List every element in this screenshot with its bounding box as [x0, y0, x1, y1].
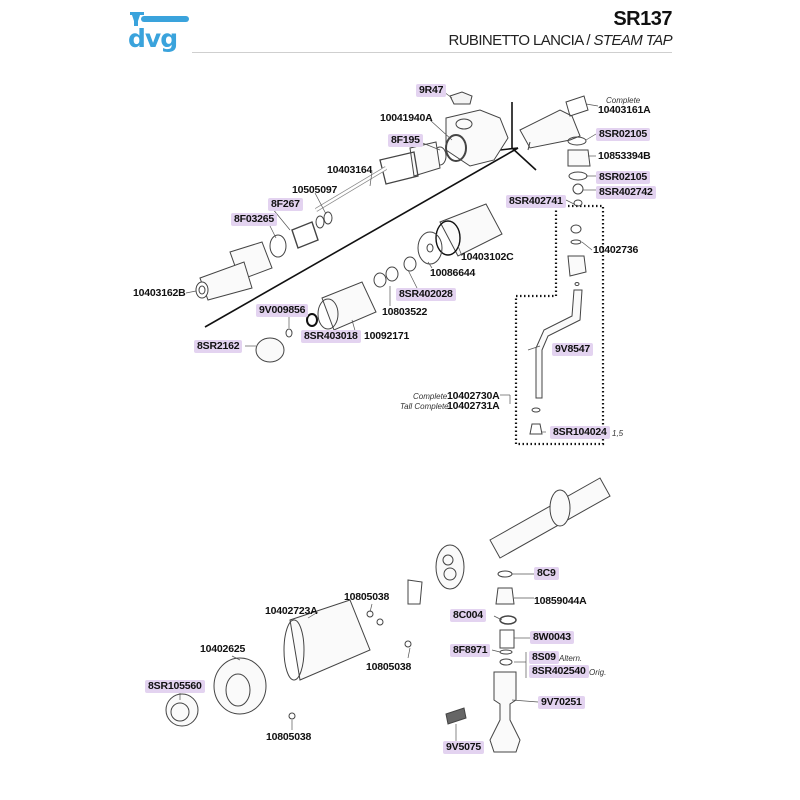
- part-label-9v009856[interactable]: 9V009856: [256, 304, 309, 317]
- part-label-10402731a[interactable]: 10402731A: [447, 400, 500, 412]
- brand-logo: [126, 8, 196, 58]
- part-label-9v70251[interactable]: 9V70251: [538, 696, 585, 709]
- note-complete-2: Complete: [413, 392, 448, 401]
- sleeve-group: [255, 203, 503, 363]
- part-label-8w0043[interactable]: 8W0043: [530, 631, 574, 644]
- part-label-10402625[interactable]: 10402625: [200, 643, 246, 655]
- part-label-10402723a[interactable]: 10402723A: [265, 605, 318, 617]
- part-label-8sr105560[interactable]: 8SR105560: [145, 680, 205, 693]
- part-label-9v5075[interactable]: 9V5075: [443, 741, 485, 754]
- portafilter-icon: [130, 12, 189, 26]
- page-title: RUBINETTO LANCIA / STEAM TAP: [448, 32, 672, 49]
- part-label-8s09[interactable]: 8S09: [529, 651, 559, 664]
- title-italian: RUBINETTO LANCIA: [448, 32, 583, 49]
- part-label-8f267[interactable]: 8F267: [268, 198, 303, 211]
- section-divider: [204, 102, 537, 328]
- note-original: Orig.: [589, 668, 607, 677]
- part-label-8sr2162[interactable]: 8SR2162: [194, 340, 243, 353]
- part-label-10505097[interactable]: 10505097: [292, 184, 338, 196]
- part-label-8sr402028[interactable]: 8SR402028: [396, 288, 456, 301]
- part-label-10092171[interactable]: 10092171: [364, 330, 410, 342]
- part-label-10403161a[interactable]: 10403161A: [598, 104, 651, 116]
- part-label-8sr02105-a[interactable]: 8SR02105: [596, 128, 651, 141]
- part-label-10805038-a[interactable]: 10805038: [344, 591, 390, 603]
- nozzle-group: [445, 570, 521, 753]
- title-separator: /: [582, 32, 594, 49]
- brand-wordmark: dvg: [128, 24, 178, 53]
- part-label-8c9[interactable]: 8C9: [534, 567, 559, 580]
- part-label-8sr104024[interactable]: 8SR104024: [550, 426, 610, 439]
- part-label-10853394b[interactable]: 10853394B: [598, 150, 651, 162]
- part-label-8c004[interactable]: 8C004: [450, 609, 486, 622]
- note-tall-complete: Tall Complete: [400, 402, 449, 411]
- part-label-10086644[interactable]: 10086644: [430, 267, 476, 279]
- part-label-8sr402741[interactable]: 8SR402741: [506, 195, 566, 208]
- part-label-9r47[interactable]: 9R47: [416, 84, 447, 97]
- knob-shaft-group: [407, 477, 611, 605]
- header-divider: [192, 52, 672, 53]
- title-english: STEAM TAP: [593, 32, 673, 49]
- part-label-10402736[interactable]: 10402736: [593, 244, 639, 256]
- steam-wand-group: [519, 95, 591, 435]
- part-label-10805038-c[interactable]: 10805038: [266, 731, 312, 743]
- part-label-10403164[interactable]: 10403164: [327, 164, 373, 176]
- part-label-9v8547[interactable]: 9V8547: [552, 343, 594, 356]
- note-complete: Complete: [606, 96, 641, 105]
- part-label-10859044a[interactable]: 10859044A: [534, 595, 587, 607]
- valve-stem-group: [195, 91, 509, 301]
- assembly-boundary: [514, 204, 605, 446]
- part-label-10041940a[interactable]: 10041940A: [380, 112, 433, 124]
- part-label-10803522[interactable]: 10803522: [382, 306, 428, 318]
- note-8sr104024: 1,5: [612, 429, 624, 438]
- part-label-8f03265[interactable]: 8F03265: [231, 213, 278, 226]
- note-alternative: Altern.: [559, 654, 583, 663]
- part-label-8f8971[interactable]: 8F8971: [450, 644, 491, 657]
- part-label-10805038-b[interactable]: 10805038: [366, 661, 412, 673]
- part-label-10402730a[interactable]: 10402730A: [447, 390, 500, 402]
- part-label-8sr02105-b[interactable]: 8SR02105: [596, 171, 651, 184]
- part-label-8f195[interactable]: 8F195: [388, 134, 423, 147]
- part-label-8sr402742[interactable]: 8SR402742: [596, 186, 656, 199]
- part-label-10403102c[interactable]: 10403102C: [461, 251, 514, 263]
- leader-lines: [179, 91, 599, 744]
- part-label-10403162b[interactable]: 10403162B: [133, 287, 186, 299]
- part-label-8sr403018[interactable]: 8SR403018: [301, 330, 361, 343]
- part-label-8sr402540[interactable]: 8SR402540: [529, 665, 589, 678]
- model-code: SR137: [613, 8, 672, 30]
- cover-group: [165, 599, 412, 727]
